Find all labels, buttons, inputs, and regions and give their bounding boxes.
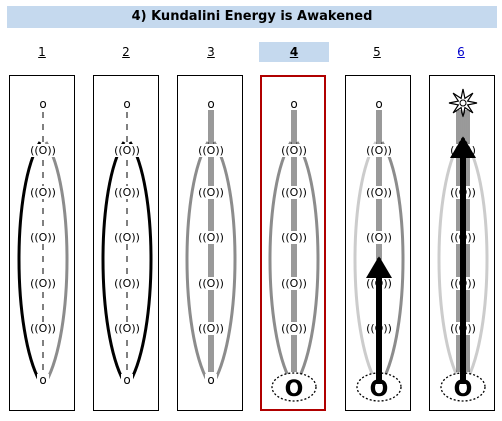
root-label: o xyxy=(123,373,130,387)
root-label: o xyxy=(39,373,46,387)
arrow-up-icon xyxy=(366,256,392,278)
chakra-label: ((O)) xyxy=(198,277,224,290)
chakra-label: ((O)) xyxy=(114,277,140,290)
channel-diagram: o((O))((O))((O))((O))((O))O xyxy=(353,97,405,402)
right-channel xyxy=(380,141,405,383)
tab-4[interactable]: 4 xyxy=(259,42,329,62)
chakra-label: ((O)) xyxy=(366,144,392,157)
tab-2[interactable]: 2 xyxy=(122,45,130,59)
root-label: O xyxy=(370,377,389,402)
page-title: 4) Kundalini Energy is Awakened xyxy=(131,9,373,24)
root-ring xyxy=(271,372,317,402)
page-header: 4) Kundalini Energy is Awakened xyxy=(7,6,497,28)
chakra-label: ((O)) xyxy=(114,186,140,199)
chakra-label: ((O)) xyxy=(281,231,307,244)
chakra-label: ((O)) xyxy=(30,186,56,199)
chakra-label: ((O)) xyxy=(198,231,224,244)
crown-label: o xyxy=(39,97,46,111)
chakra-label: ((O)) xyxy=(281,277,307,290)
channel-diagram: o ((O)) ((O)) ((O)) ((O)) ((O)) o xyxy=(17,97,69,387)
chakra-label: ((O)) xyxy=(198,144,224,157)
stage-panel-2[interactable]: o ((O)) ((O)) ((O)) ((O)) ((O)) o xyxy=(93,75,159,411)
channel-diagram: ((O))((O))((O))((O))((O))O xyxy=(437,88,489,402)
chakra-label: ((O)) xyxy=(281,186,307,199)
chakra-label: ((O)) xyxy=(198,186,224,199)
chakra-label: ((O)) xyxy=(281,144,307,157)
right-channel xyxy=(464,141,489,383)
stage-panel-1[interactable]: o ((O)) ((O)) ((O)) ((O)) ((O)) o xyxy=(9,75,75,411)
right-channel xyxy=(295,141,320,383)
crown-label: o xyxy=(123,97,130,111)
arrow-up-icon xyxy=(450,136,476,158)
chakra-label: ((O)) xyxy=(30,231,56,244)
crown-label: o xyxy=(375,97,382,111)
chakra-label: ((O)) xyxy=(281,322,307,335)
chakra-label: ((O)) xyxy=(114,144,140,157)
stage-panel-3[interactable]: o ((O)) ((O)) ((O)) ((O)) ((O)) o xyxy=(177,75,243,411)
tab-3[interactable]: 3 xyxy=(207,45,215,59)
chakra-label: ((O)) xyxy=(366,231,392,244)
tab-1[interactable]: 1 xyxy=(38,45,46,59)
chakra-label: ((O)) xyxy=(114,231,140,244)
left-channel xyxy=(101,141,126,383)
star-icon xyxy=(448,88,478,118)
right-channel xyxy=(212,141,237,383)
right-channel xyxy=(44,141,69,383)
right-channel xyxy=(128,141,153,383)
left-channel xyxy=(268,141,293,383)
stage-panel-6[interactable]: ((O))((O))((O))((O))((O))O xyxy=(429,75,495,411)
chakra-label: ((O)) xyxy=(30,322,56,335)
crown-label: o xyxy=(290,97,297,111)
chakra-label: ((O)) xyxy=(114,322,140,335)
channel-diagram: o ((O)) ((O)) ((O)) ((O)) ((O)) o xyxy=(101,97,153,387)
left-channel xyxy=(17,141,42,383)
left-channel xyxy=(185,141,210,383)
stage-panel-5[interactable]: o((O))((O))((O))((O))((O))O xyxy=(345,75,411,411)
left-channel xyxy=(353,141,378,383)
chakra-label: ((O)) xyxy=(366,186,392,199)
root-label: O xyxy=(285,377,304,402)
channel-diagram: o ((O)) ((O)) ((O)) ((O)) ((O)) O xyxy=(268,97,320,402)
left-channel xyxy=(437,141,462,383)
chakra-label: ((O)) xyxy=(30,144,56,157)
stage-panel-4[interactable]: o ((O)) ((O)) ((O)) ((O)) ((O)) O xyxy=(260,75,326,411)
tab-6[interactable]: 6 xyxy=(457,45,465,59)
root-label: O xyxy=(454,377,473,402)
root-label: o xyxy=(207,373,214,387)
chakra-label: ((O)) xyxy=(198,322,224,335)
tab-5[interactable]: 5 xyxy=(373,45,381,59)
crown-label: o xyxy=(207,97,214,111)
chakra-label: ((O)) xyxy=(30,277,56,290)
channel-diagram: o ((O)) ((O)) ((O)) ((O)) ((O)) o xyxy=(185,97,237,387)
